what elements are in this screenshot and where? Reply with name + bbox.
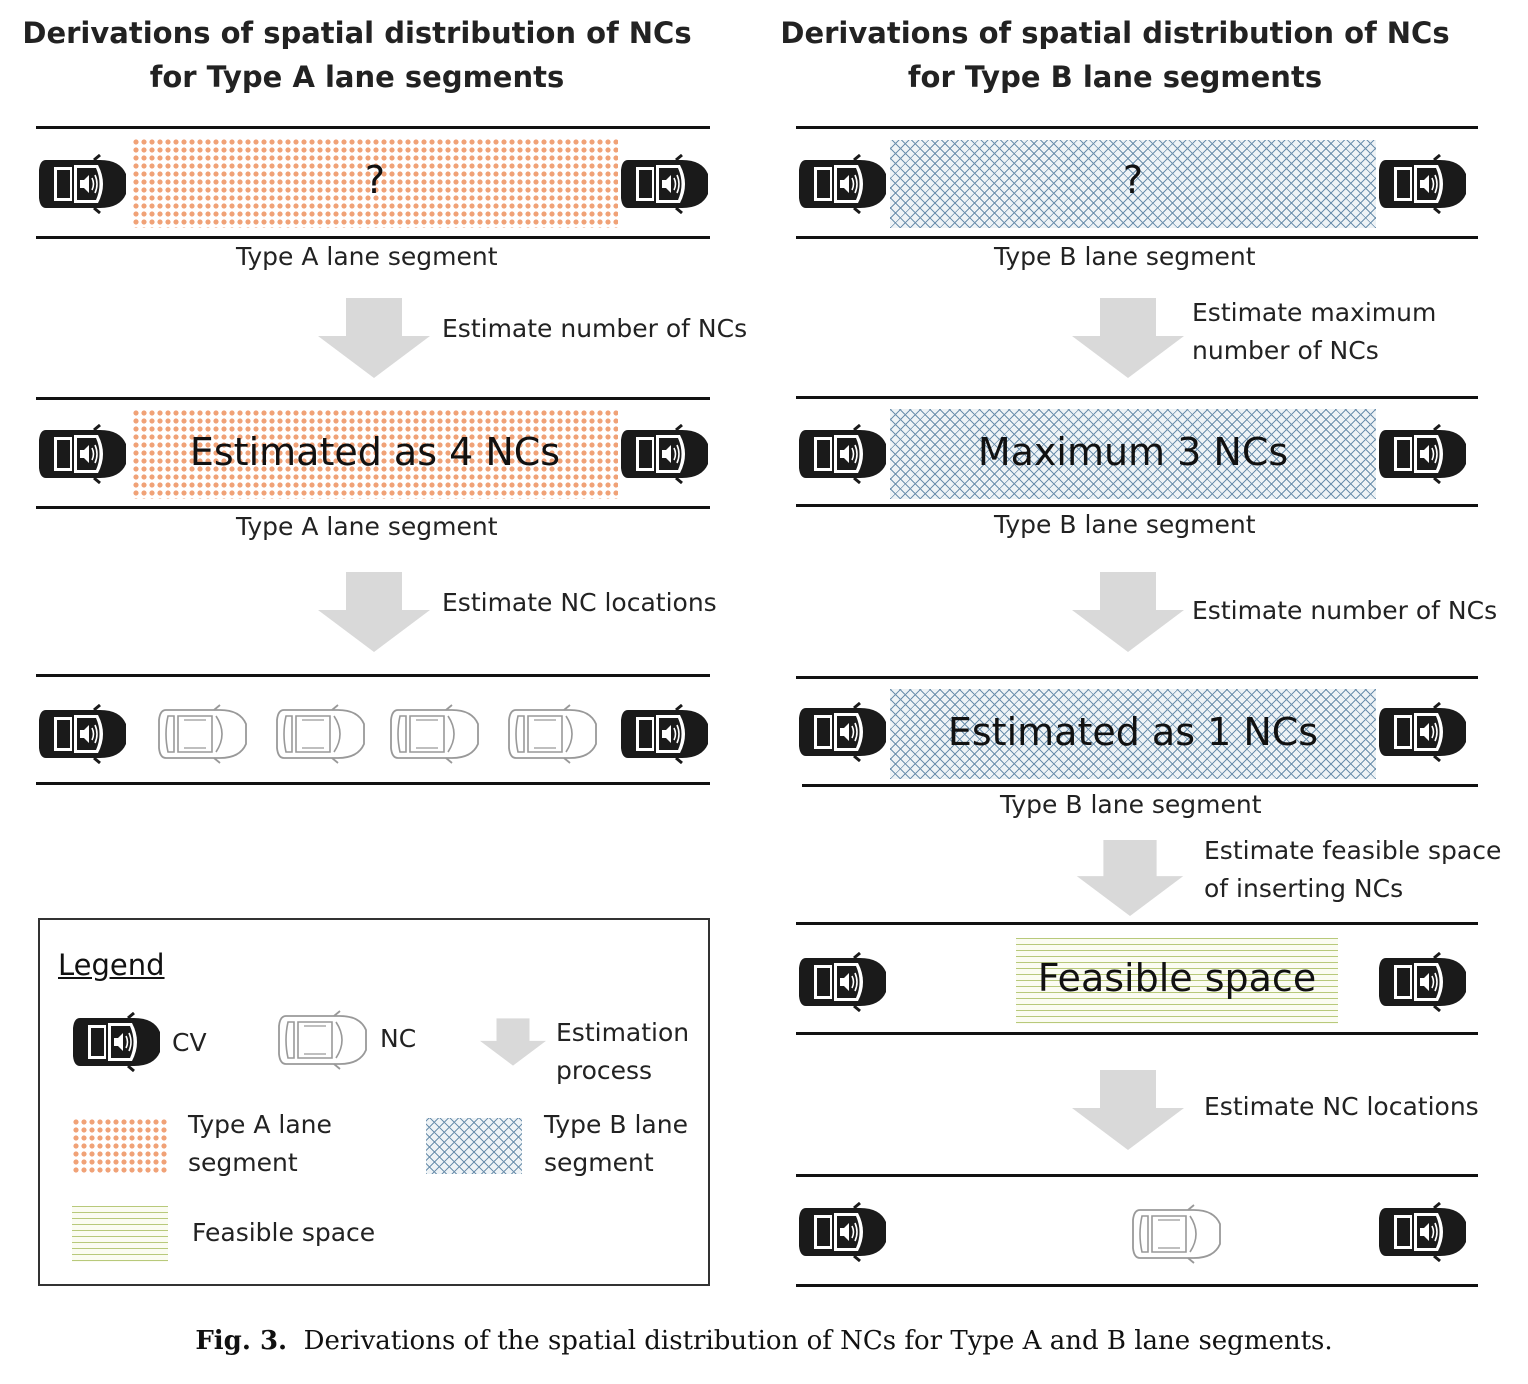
legend-cv-label: CV — [172, 1028, 207, 1057]
legend-type-a-line2: segment — [188, 1148, 298, 1177]
type-a-segment-pattern — [132, 138, 618, 228]
legend-type-a-label: Type A lane segment — [188, 1106, 332, 1182]
cv-icon — [796, 424, 888, 484]
cv-icon — [796, 1202, 888, 1262]
step-label-line2: number of NCs — [1192, 336, 1379, 365]
lane-line-bottom — [802, 784, 1478, 787]
step-label: Estimate NC locations — [1204, 1092, 1479, 1121]
down-arrow-icon — [1072, 1070, 1184, 1150]
legend — [38, 918, 710, 1286]
legend-estimation-line1: Estimation — [556, 1018, 690, 1047]
cv-icon — [796, 154, 888, 214]
nc-icon — [506, 704, 598, 764]
legend-estimation-label: Estimation process — [556, 1014, 689, 1090]
feasible-space-pattern — [1016, 938, 1338, 1024]
legend-type-b-swatch — [426, 1118, 522, 1174]
legend-estimation-line2: process — [556, 1056, 653, 1085]
cv-icon — [796, 702, 888, 762]
step-label: Estimate NC locations — [442, 588, 717, 617]
cv-icon — [36, 154, 128, 214]
estimate-result: Estimated as 4 NCs — [189, 430, 561, 474]
step-label-line1: Estimate maximum — [1192, 298, 1437, 327]
lane-line-bottom — [36, 506, 710, 509]
legend-type-a-swatch — [72, 1118, 168, 1174]
step-label-line1: Estimate feasible space — [1204, 836, 1502, 865]
estimate-result: Estimated as 1 NCs — [947, 710, 1319, 754]
nc-icon — [276, 1010, 368, 1070]
lane-line-top — [796, 1174, 1478, 1177]
nc-icon — [1130, 1204, 1222, 1264]
right-title-line1: Derivations of spatial distribution of N… — [780, 16, 1450, 50]
legend-type-a-line1: Type A lane — [188, 1110, 332, 1139]
down-arrow-icon — [318, 298, 430, 378]
lane-line-top — [36, 397, 710, 400]
right-title-line2: for Type B lane segments — [907, 60, 1323, 94]
lane-line-bottom — [796, 1032, 1478, 1035]
cv-icon — [70, 1012, 162, 1072]
step-label-line2: of inserting NCs — [1204, 874, 1404, 903]
legend-feasible-label: Feasible space — [192, 1218, 376, 1247]
cv-icon — [1376, 424, 1468, 484]
step-label: Estimate maximum number of NCs — [1192, 294, 1436, 370]
down-arrow-icon — [1072, 572, 1184, 652]
legend-title: Legend — [58, 948, 165, 982]
lane-line-bottom — [796, 504, 1478, 507]
cv-icon — [36, 704, 128, 764]
cv-icon — [36, 424, 128, 484]
segment-label: Type B lane segment — [1000, 790, 1262, 819]
cv-icon — [618, 704, 710, 764]
left-title: Derivations of spatial distribution of N… — [22, 11, 692, 99]
figure-caption: Fig. 3. Derivations of the spatial distr… — [0, 1326, 1528, 1356]
lane-line-top — [796, 396, 1478, 399]
nc-icon — [156, 704, 248, 764]
unknown-marker: ? — [364, 158, 386, 202]
caption-text: Derivations of the spatial distribution … — [303, 1326, 1333, 1356]
type-b-segment-pattern — [890, 140, 1376, 228]
lane-line-top — [796, 922, 1478, 925]
cv-icon — [618, 154, 710, 214]
cv-icon — [1376, 702, 1468, 762]
lane-line-bottom — [36, 236, 710, 239]
cv-icon — [1376, 154, 1468, 214]
down-arrow-icon — [1072, 298, 1184, 378]
step-label: Estimate number of NCs — [442, 314, 748, 343]
segment-label: Type A lane segment — [236, 242, 498, 271]
down-arrow-icon — [318, 572, 430, 652]
step-label: Estimate number of NCs — [1192, 596, 1498, 625]
right-title: Derivations of spatial distribution of N… — [780, 11, 1450, 99]
legend-type-b-line2: segment — [544, 1148, 654, 1177]
lane-line-bottom — [796, 236, 1478, 239]
legend-type-b-label: Type B lane segment — [544, 1106, 688, 1182]
lane-line-top — [796, 676, 1478, 679]
estimate-result: Maximum 3 NCs — [977, 430, 1289, 474]
unknown-marker: ? — [1122, 158, 1144, 202]
nc-icon — [274, 704, 366, 764]
feasible-space-label: Feasible space — [1037, 956, 1317, 1000]
type-b-segment-pattern — [890, 689, 1376, 779]
lane-line-top — [36, 126, 710, 129]
step-label: Estimate feasible space of inserting NCs — [1204, 832, 1501, 908]
segment-label: Type A lane segment — [236, 512, 498, 541]
cv-icon — [1376, 952, 1468, 1012]
legend-nc-label: NC — [380, 1024, 417, 1053]
lane-line-top — [36, 674, 710, 677]
cv-icon — [618, 424, 710, 484]
segment-label: Type B lane segment — [994, 510, 1256, 539]
legend-feasible-swatch — [72, 1206, 168, 1262]
type-b-segment-pattern — [890, 409, 1376, 499]
segment-label: Type B lane segment — [994, 242, 1256, 271]
lane-line-bottom — [796, 1284, 1478, 1287]
down-arrow-icon — [480, 1014, 546, 1070]
down-arrow-icon — [1074, 840, 1186, 916]
left-title-line1: Derivations of spatial distribution of N… — [22, 16, 692, 50]
caption-label: Fig. 3. — [195, 1326, 288, 1356]
left-title-line2: for Type A lane segments — [149, 60, 565, 94]
lane-line-bottom — [36, 782, 710, 785]
legend-type-b-line1: Type B lane — [544, 1110, 688, 1139]
lane-line-top — [796, 126, 1478, 129]
nc-icon — [388, 704, 480, 764]
cv-icon — [1376, 1202, 1468, 1262]
type-a-segment-pattern — [132, 409, 618, 499]
cv-icon — [796, 952, 888, 1012]
